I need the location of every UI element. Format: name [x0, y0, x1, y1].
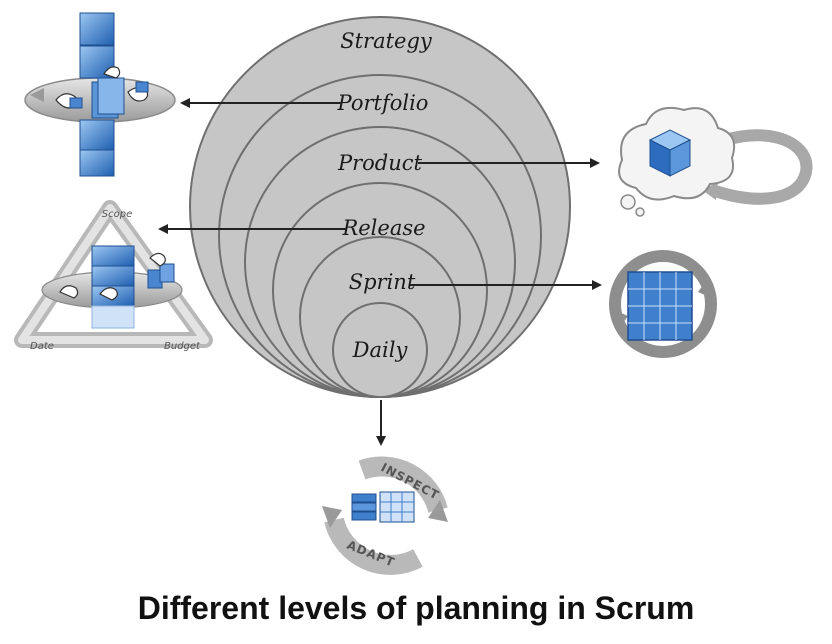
- level-sprint: Sprint: [349, 270, 416, 294]
- diagram-caption: Different levels of planning in Scrum: [137, 590, 695, 626]
- triangle-label-date: Date: [30, 341, 54, 352]
- release-icon: Scope Date Budget: [14, 200, 213, 352]
- level-daily: Daily: [352, 338, 409, 362]
- portfolio-icon: [24, 12, 176, 177]
- daily-circle: [332, 302, 428, 398]
- inspect-adapt-icon: INSPECT ADAPT: [322, 456, 448, 575]
- triangle-label-scope: Scope: [102, 209, 132, 220]
- triangle-label-budget: Budget: [164, 341, 201, 352]
- level-strategy: Strategy: [340, 29, 433, 53]
- sprint-icon: [609, 250, 717, 358]
- connector-arrows: [158, 98, 602, 446]
- level-release: Release: [341, 216, 425, 240]
- planning-onion: [189, 16, 571, 398]
- level-portfolio: Portfolio: [337, 91, 429, 115]
- level-product: Product: [337, 151, 423, 175]
- product-icon: [618, 106, 813, 217]
